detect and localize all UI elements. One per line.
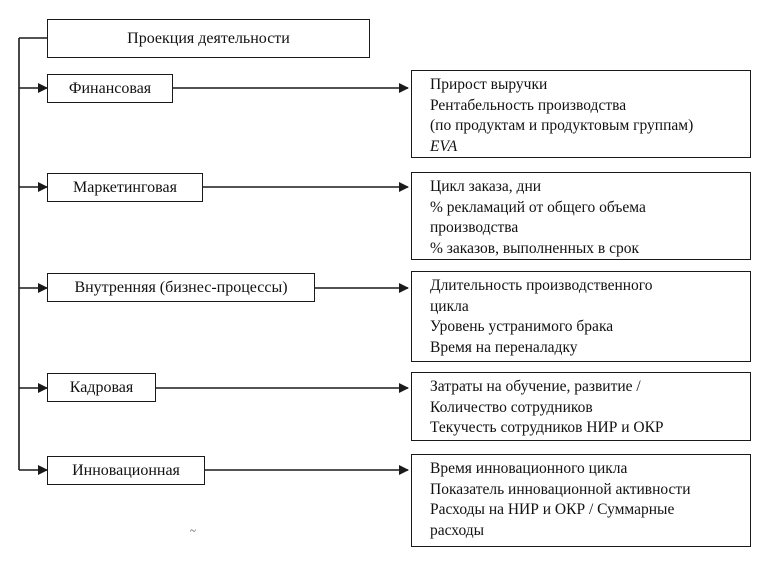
- category-innovation-label: Инновационная: [72, 461, 180, 479]
- category-innovation: Инновационная: [47, 456, 205, 485]
- metric-line: Время на переналадку: [430, 338, 578, 356]
- category-financial: Финансовая: [47, 74, 173, 103]
- metric-line: производства: [430, 219, 519, 236]
- metric-line: EVA: [430, 137, 458, 155]
- metric-line: расходы: [430, 521, 485, 539]
- metric-line: цикла: [430, 297, 469, 315]
- category-internal-label: Внутренняя (бизнес-процессы): [74, 278, 288, 296]
- metric-line: % заказов, выполненных в срок: [430, 239, 640, 257]
- category-hr: Кадровая: [47, 373, 156, 402]
- metric-line: Уровень устранимого брака: [430, 318, 614, 335]
- metrics-hr: Затраты на обучение, развитие / Количест…: [411, 372, 751, 441]
- root-node-label: Проекция деятельности: [127, 29, 290, 47]
- metric-line: Расходы на НИР и ОКР / Суммарные: [430, 501, 675, 518]
- metric-line: Длительность производственного: [430, 277, 653, 294]
- metrics-innovation: Время инновационного цикла Показатель ин…: [411, 454, 751, 547]
- category-internal: Внутренняя (бизнес-процессы): [47, 273, 315, 302]
- category-marketing-label: Маркетинговая: [73, 178, 177, 196]
- metric-line: Цикл заказа, дни: [430, 178, 542, 195]
- metric-line: Затраты на обучение, развитие /: [430, 378, 641, 395]
- metric-line: (по продуктам и продуктовым группам): [430, 117, 694, 134]
- metric-line: Время инновационного цикла: [430, 460, 628, 477]
- category-marketing: Маркетинговая: [47, 173, 203, 202]
- metrics-marketing: Цикл заказа, дни % рекламаций от общего …: [411, 172, 751, 260]
- scan-artifact-mark: ~: [190, 525, 196, 537]
- category-hr-label: Кадровая: [69, 378, 134, 396]
- root-node: Проекция деятельности: [47, 19, 370, 58]
- metrics-internal: Длительность производственного цикла Уро…: [411, 271, 751, 362]
- metric-line: Показатель инновационной активности: [430, 480, 691, 498]
- metric-line: Текучесть сотрудников НИР и ОКР: [430, 419, 664, 436]
- metric-line: Количество сотрудников: [430, 398, 593, 416]
- metric-line: % рекламаций от общего объема: [430, 198, 646, 216]
- category-financial-label: Финансовая: [68, 79, 152, 97]
- metric-line: Прирост выручки: [430, 76, 548, 93]
- metric-line: Рентабельность производства: [430, 96, 627, 114]
- metrics-financial: Прирост выручки Рентабельность производс…: [411, 70, 751, 158]
